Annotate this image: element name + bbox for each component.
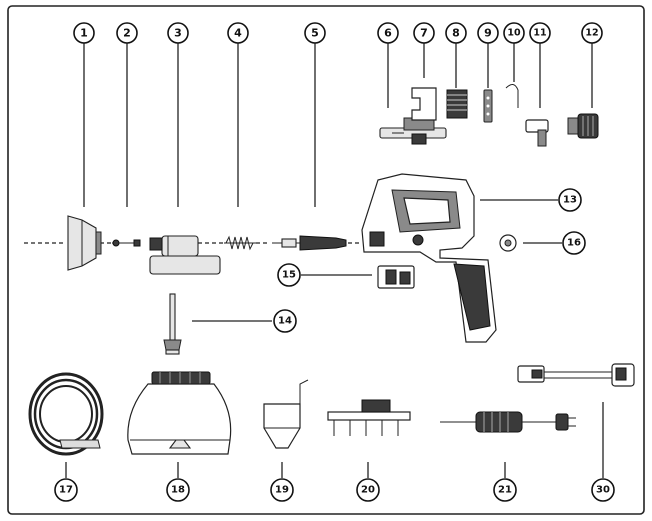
part-7-clip: [411, 87, 437, 121]
callout-3: 3: [167, 22, 189, 44]
callout-30: 30: [591, 478, 615, 502]
part-20-tool: [327, 399, 411, 436]
callouts: 1 2 3 4 5 6 7 8: [54, 22, 615, 502]
part-9-strip: [483, 89, 493, 123]
svg-text:12: 12: [585, 28, 598, 39]
callout-14: 14: [273, 309, 297, 333]
part-1-air-cap: [67, 215, 102, 271]
callout-1: 1: [73, 22, 95, 44]
part-30-connector: [517, 363, 635, 387]
callout-16: 16: [562, 231, 586, 255]
svg-text:15: 15: [282, 270, 296, 281]
part-16-washer: [499, 234, 517, 252]
callout-20: 20: [356, 478, 380, 502]
part-3-nozzle-housing: [149, 235, 221, 275]
part-8-filter: [446, 89, 468, 119]
diagram-frame: [7, 5, 645, 515]
svg-text:8: 8: [452, 27, 460, 40]
callout-9: 9: [477, 22, 499, 44]
part-17-hose: [28, 372, 104, 456]
svg-text:21: 21: [498, 485, 512, 496]
svg-text:11: 11: [533, 28, 546, 39]
leader-lines: [65, 43, 604, 478]
callout-5: 5: [304, 22, 326, 44]
svg-text:4: 4: [234, 27, 242, 40]
svg-text:20: 20: [361, 485, 375, 496]
callout-4: 4: [227, 22, 249, 44]
svg-text:3: 3: [174, 27, 182, 40]
part-14-suction-tube: [163, 293, 182, 355]
callout-15: 15: [277, 263, 301, 287]
callout-21: 21: [493, 478, 517, 502]
svg-text:13: 13: [563, 195, 577, 206]
svg-text:18: 18: [171, 485, 185, 496]
callout-13: 13: [558, 188, 582, 212]
part-18-container: [127, 371, 232, 455]
part-12-knob: [567, 113, 599, 139]
svg-text:17: 17: [59, 485, 73, 496]
part-4-spring: [224, 235, 256, 251]
svg-text:5: 5: [311, 27, 319, 40]
callout-7: 7: [413, 22, 435, 44]
callout-6: 6: [377, 22, 399, 44]
svg-text:10: 10: [507, 28, 521, 39]
svg-text:7: 7: [420, 27, 428, 40]
svg-text:19: 19: [275, 485, 289, 496]
svg-text:9: 9: [484, 27, 492, 40]
callout-17: 17: [54, 478, 78, 502]
svg-text:6: 6: [384, 27, 392, 40]
part-6-bracket: [379, 117, 447, 145]
part-11-fitting: [525, 119, 549, 147]
part-5-piston-rod: [272, 235, 347, 251]
part-15-switch: [377, 265, 415, 289]
part-10-hook: [505, 84, 519, 108]
callout-8: 8: [445, 22, 467, 44]
callout-2: 2: [116, 22, 138, 44]
part-19-funnel: [263, 379, 309, 449]
part-13-gun-body: [361, 173, 497, 343]
callout-11: 11: [529, 22, 551, 44]
callout-10: 10: [503, 22, 525, 44]
svg-text:2: 2: [123, 27, 131, 40]
callout-19: 19: [270, 478, 294, 502]
svg-text:1: 1: [80, 27, 88, 40]
svg-text:16: 16: [567, 238, 581, 249]
part-21-power-cord: [440, 411, 576, 433]
svg-text:30: 30: [596, 485, 610, 496]
callout-12: 12: [581, 22, 603, 44]
part-2-needle: [112, 239, 141, 247]
callout-18: 18: [166, 478, 190, 502]
svg-text:14: 14: [278, 316, 292, 327]
